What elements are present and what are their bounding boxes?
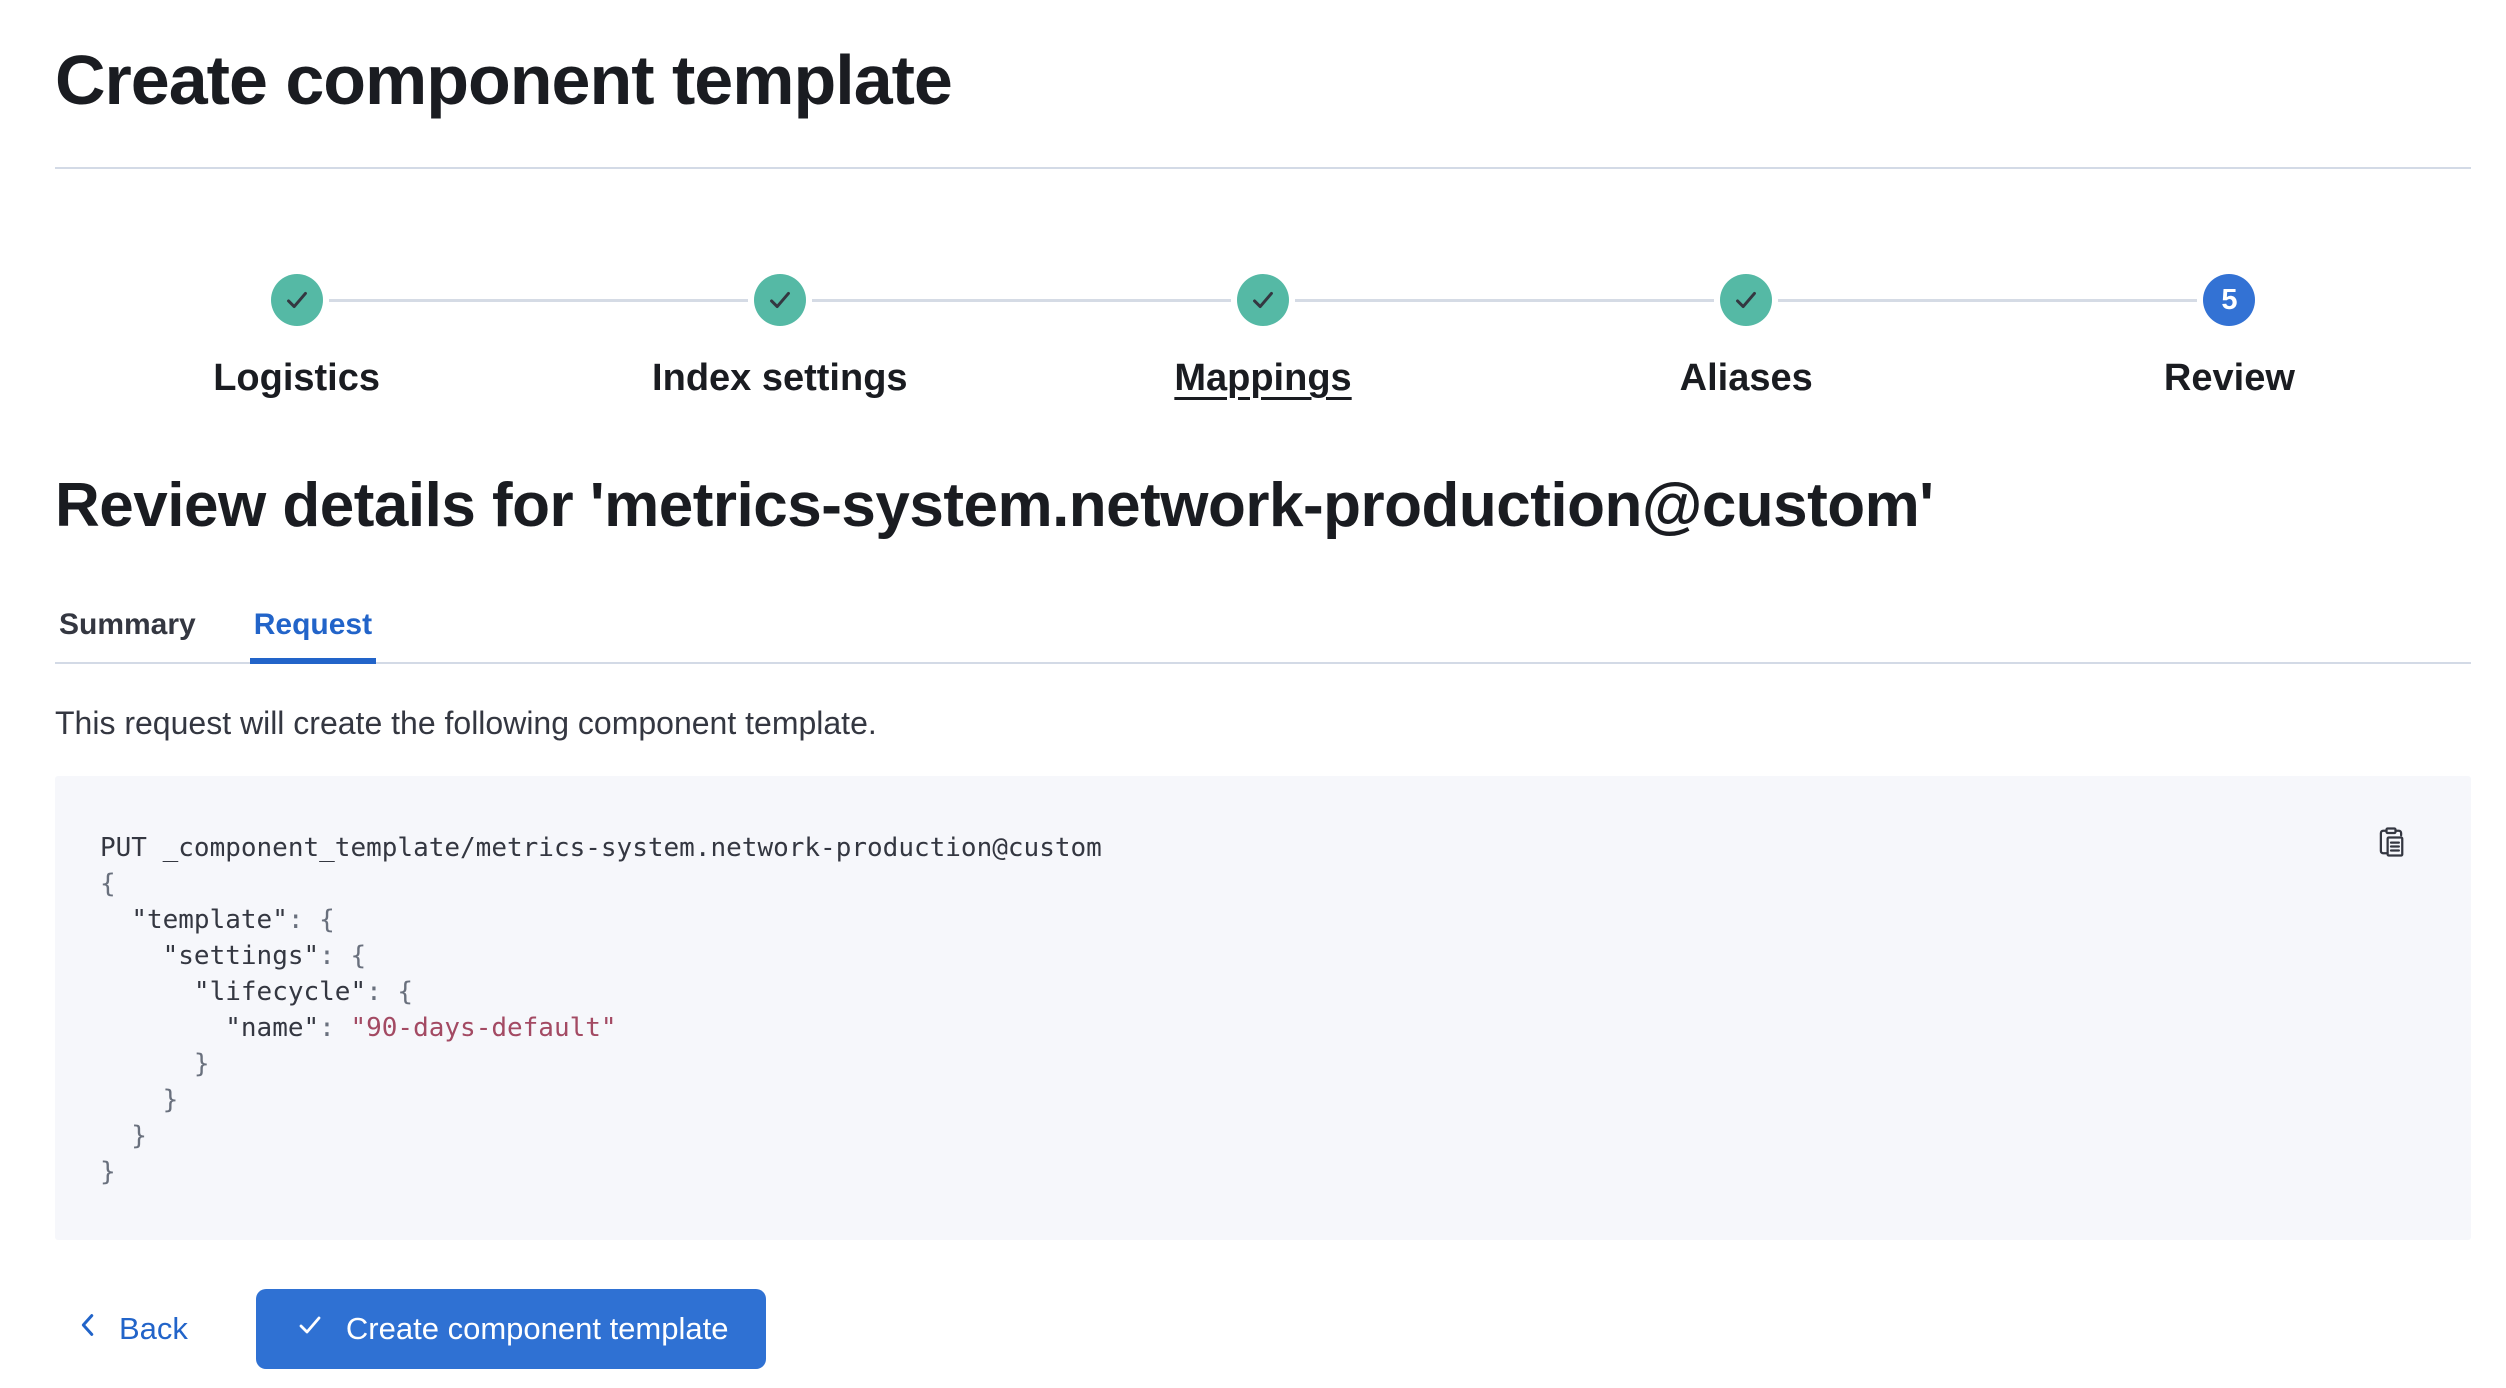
code-lines: PUT _component_template/metrics-system.n…: [100, 830, 2426, 1190]
code-line: "settings": {: [162, 941, 367, 971]
back-button[interactable]: Back: [55, 1289, 214, 1369]
step-label: Mappings: [1174, 357, 1352, 399]
code-line: "name": "90-days-default": [225, 1013, 617, 1043]
step-label: Index settings: [652, 357, 908, 399]
step-complete-check-icon: [753, 274, 806, 326]
step-complete-check-icon: [1237, 274, 1289, 326]
step-complete-check-icon: [1720, 274, 1773, 326]
stepper-step-mappings[interactable]: Mappings: [1021, 274, 1505, 400]
code-line: }: [100, 1121, 147, 1151]
stepper-step-logistics[interactable]: Logistics: [55, 274, 539, 400]
step-label: Aliases: [1679, 357, 1813, 399]
stepper-step-index-settings[interactable]: Index settings: [538, 274, 1022, 400]
step-number-badge: 5: [2203, 274, 2256, 326]
tab-summary[interactable]: Summary: [59, 608, 196, 641]
create-component-template-button[interactable]: Create component template: [255, 1289, 767, 1369]
request-code-block: PUT _component_template/metrics-system.n…: [55, 776, 2471, 1240]
review-heading: Review details for 'metrics-system.netwo…: [55, 471, 1934, 540]
code-line: }: [100, 1049, 210, 1079]
step-label: Logistics: [213, 357, 380, 399]
submit-label: Create component template: [345, 1311, 729, 1346]
step-complete-check-icon: [270, 274, 323, 326]
step-label: Review: [2163, 357, 2295, 399]
page-title: Create component template: [55, 41, 953, 119]
code-line: "template": {: [131, 905, 335, 935]
code-line: }: [100, 1157, 116, 1187]
tab-request[interactable]: Request: [249, 608, 377, 664]
chevron-left-icon: [73, 1310, 103, 1348]
code-line: "lifecycle": {: [193, 977, 414, 1007]
request-description: This request will create the following c…: [55, 705, 877, 741]
footer-actions: Back Create component template: [55, 1289, 2471, 1369]
copy-clipboard-icon: [2373, 827, 2409, 863]
check-icon: [294, 1309, 326, 1349]
copy-button[interactable]: [2369, 820, 2413, 864]
code-line: }: [100, 1085, 179, 1115]
code-line: {: [100, 869, 116, 899]
back-label: Back: [119, 1311, 188, 1346]
tabs: Summary Request: [55, 608, 2471, 664]
code-line: PUT _component_template/metrics-system.n…: [100, 833, 1102, 863]
header-divider: [55, 167, 2471, 169]
stepper-step-aliases[interactable]: Aliases: [1504, 274, 1989, 400]
